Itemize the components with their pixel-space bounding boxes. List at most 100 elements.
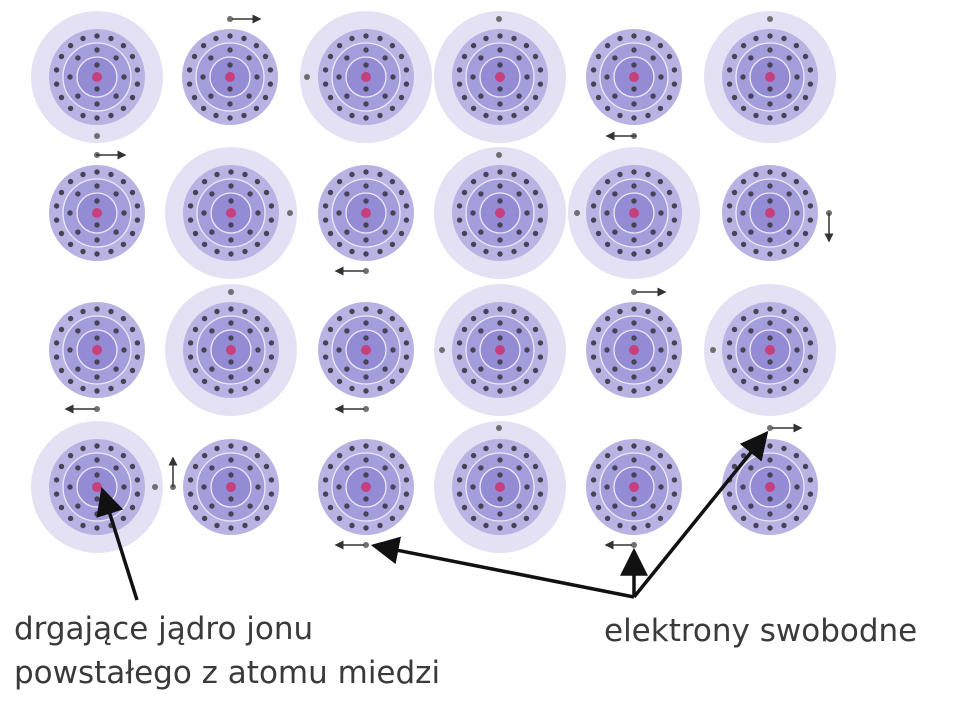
- electron: [389, 515, 396, 522]
- nucleus: [629, 482, 639, 492]
- electron: [794, 347, 800, 353]
- copper-ion: [183, 439, 279, 535]
- electron: [650, 328, 656, 334]
- electron: [228, 306, 234, 312]
- shell-line: [613, 56, 655, 98]
- electron: [254, 74, 260, 80]
- electron: [478, 93, 484, 99]
- electron: [748, 191, 754, 197]
- electron: [612, 229, 618, 235]
- electron: [497, 115, 503, 121]
- electron: [470, 484, 476, 490]
- electron: [209, 465, 215, 471]
- electron: [511, 385, 517, 392]
- nucleus: [361, 482, 371, 492]
- shell-line: [599, 315, 669, 385]
- electron: [94, 443, 100, 449]
- electron: [121, 210, 127, 216]
- electron: [94, 320, 100, 326]
- electron: [590, 67, 597, 73]
- electron: [497, 320, 503, 326]
- electron: [740, 74, 746, 80]
- electron: [497, 511, 503, 517]
- electron: [201, 178, 208, 185]
- electron: [228, 251, 234, 257]
- electron: [322, 477, 329, 483]
- electron: [213, 112, 219, 119]
- electron: [94, 388, 100, 394]
- electron: [753, 171, 759, 178]
- electron: [201, 378, 208, 385]
- electron: [322, 340, 329, 346]
- electron: [740, 378, 747, 385]
- electron: [483, 35, 489, 42]
- electron: [209, 366, 215, 372]
- electron: [767, 525, 773, 531]
- shell-line: [479, 192, 521, 234]
- electron: [228, 335, 234, 341]
- electron: [94, 222, 100, 228]
- electron: [781, 308, 787, 315]
- electron: [523, 515, 530, 522]
- electron: [192, 189, 199, 196]
- electron: [666, 367, 673, 374]
- electron: [666, 53, 673, 60]
- electron: [213, 35, 219, 42]
- electron: [767, 359, 773, 365]
- shell-line: [196, 315, 266, 385]
- electron: [134, 67, 141, 73]
- shell-line: [735, 315, 805, 385]
- electron: [58, 189, 65, 196]
- electron: [94, 101, 100, 107]
- electron: [781, 385, 787, 392]
- electron: [524, 347, 530, 353]
- electron: [740, 515, 747, 522]
- electron: [483, 385, 489, 392]
- electron: [532, 94, 539, 101]
- free-electron: [363, 268, 369, 274]
- electron: [537, 217, 544, 223]
- free-electron: [287, 210, 293, 216]
- electron: [516, 93, 522, 99]
- copper-ion: [434, 284, 566, 416]
- electron: [134, 203, 141, 209]
- electron: [631, 237, 637, 243]
- electron: [80, 35, 86, 42]
- electron: [631, 525, 637, 531]
- electron: [786, 93, 792, 99]
- electron: [657, 515, 664, 522]
- nucleus: [92, 208, 102, 218]
- copper-ion: [586, 29, 682, 125]
- electron: [631, 472, 637, 478]
- electron: [228, 237, 234, 243]
- electron: [666, 94, 673, 101]
- free-electron: [710, 347, 716, 353]
- electron: [227, 86, 233, 92]
- electron: [532, 230, 539, 237]
- electron: [214, 385, 220, 392]
- electron: [478, 55, 484, 61]
- electron: [113, 465, 119, 471]
- copper-ion: [300, 11, 432, 143]
- electron: [631, 86, 637, 92]
- electron: [242, 522, 248, 529]
- electron: [793, 105, 800, 112]
- electron: [94, 457, 100, 463]
- electron: [617, 445, 623, 452]
- electron: [363, 388, 369, 394]
- electron: [228, 320, 234, 326]
- electron: [75, 191, 81, 197]
- electron: [767, 496, 773, 502]
- electron: [253, 42, 260, 49]
- nucleus: [226, 208, 236, 218]
- nucleus: [226, 482, 236, 492]
- electron: [793, 178, 800, 185]
- nucleus-pointer-arrow: [96, 486, 139, 601]
- electron: [511, 308, 517, 315]
- electron: [478, 229, 484, 235]
- electron: [214, 248, 220, 255]
- electron: [511, 171, 517, 178]
- electron: [363, 306, 369, 312]
- shell-line: [345, 329, 387, 371]
- electron: [807, 203, 814, 209]
